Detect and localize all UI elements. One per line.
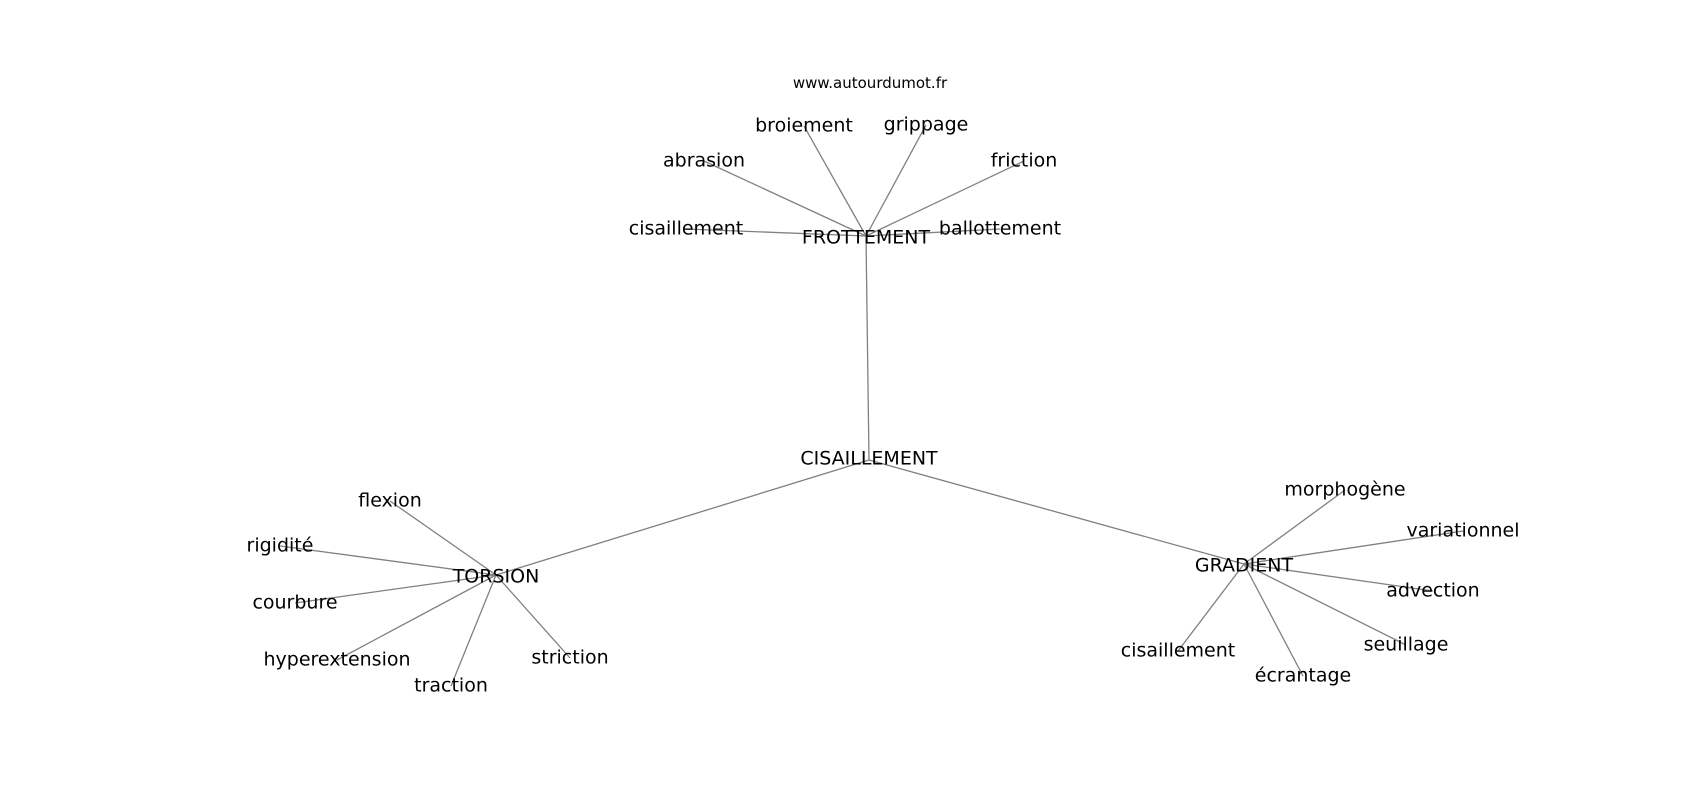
hub-node: GRADIENT [1195, 555, 1294, 577]
edge-hub-to-leaf [495, 574, 571, 659]
leaf-node: traction [414, 675, 488, 697]
edge-hub-to-leaf [389, 500, 497, 576]
leaf-node: rigidité [247, 535, 314, 557]
edge-root-to-hub [868, 459, 1245, 565]
root-node: CISAILLEMENT [800, 448, 938, 470]
leaf-node: ballottement [939, 218, 1061, 240]
edge-hub-to-leaf [279, 545, 497, 576]
edge-hub-to-leaf [1243, 530, 1464, 565]
edge-hub-to-leaf [336, 574, 497, 661]
edge-hub-to-leaf [703, 160, 867, 237]
leaf-node: friction [991, 150, 1058, 172]
leaf-node: advection [1386, 580, 1479, 602]
edge-hub-to-leaf [803, 125, 867, 237]
leaf-node: cisaillement [1121, 640, 1235, 662]
leaf-node: broiement [755, 115, 853, 137]
hub-node: FROTTEMENT [802, 227, 931, 249]
edge-hub-to-leaf [865, 124, 927, 237]
leaf-node: hyperextension [263, 649, 410, 671]
leaf-node: morphogène [1284, 479, 1405, 501]
edge-hub-to-leaf [1243, 563, 1407, 646]
edge-hub-to-leaf [865, 228, 1001, 237]
leaf-node: striction [531, 647, 608, 669]
edge-hub-to-leaf [450, 574, 497, 687]
edge-hub-to-leaf [294, 574, 497, 604]
edge-hub-to-leaf [1243, 489, 1346, 565]
source-watermark: www.autourdumot.fr [793, 74, 948, 92]
graph-labels: www.autourdumot.fr CISAILLEMENT FROTTEMEN… [247, 74, 1520, 697]
leaf-node: flexion [358, 490, 422, 512]
leaf-node: variationnel [1406, 520, 1519, 542]
edge-root-to-hub [865, 235, 870, 461]
leaf-node: cisaillement [629, 218, 743, 240]
leaf-node: écrantage [1255, 665, 1351, 687]
edge-hub-to-leaf [1177, 563, 1245, 652]
edge-hub-to-leaf [685, 228, 867, 237]
edge-hub-to-leaf [1243, 563, 1434, 592]
leaf-node: courbure [252, 592, 337, 614]
leaf-node: grippage [884, 114, 969, 136]
edge-hub-to-leaf [865, 160, 1025, 237]
leaf-node: seuillage [1364, 634, 1449, 656]
leaf-node: abrasion [663, 150, 745, 172]
edge-hub-to-leaf [1243, 563, 1304, 677]
edge-root-to-hub [495, 459, 870, 576]
graph-edges [279, 124, 1464, 687]
hub-node: TORSION [452, 566, 540, 588]
